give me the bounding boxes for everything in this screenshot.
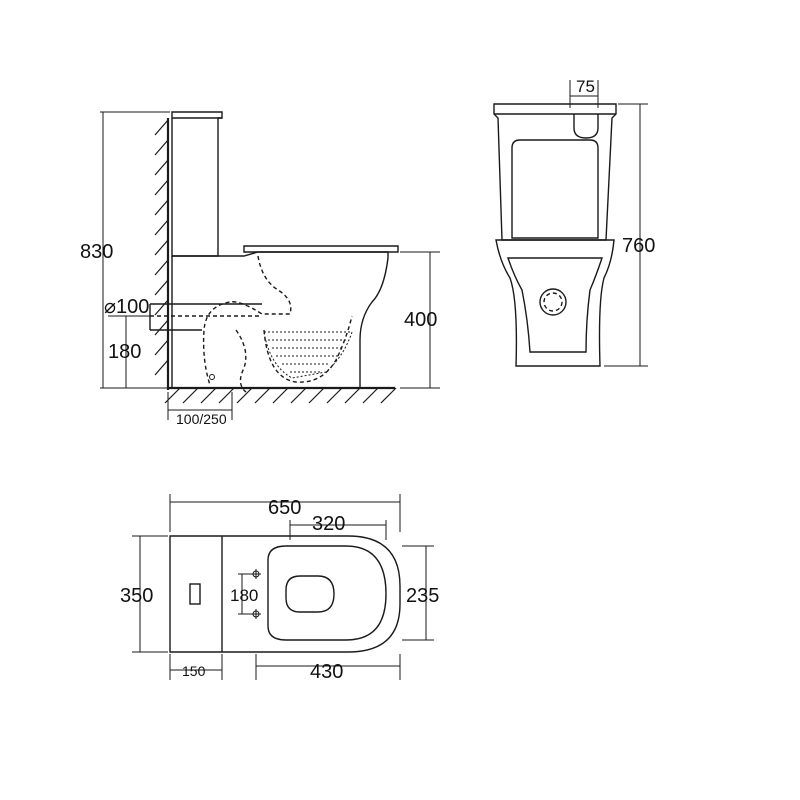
water-hatch <box>263 331 353 379</box>
dim-bowl-depth: 430 <box>310 661 343 683</box>
front-bowl-outline <box>495 239 615 367</box>
outlet-circle <box>539 288 567 316</box>
flush-button <box>573 114 599 139</box>
front-bowl-panel <box>507 257 603 353</box>
dim-tank-width: 75 <box>576 77 595 96</box>
dim-wall-distance: 100/250 <box>176 411 227 427</box>
outlet-dashed <box>235 329 247 393</box>
drain-marker <box>209 374 215 380</box>
bowl-outline <box>171 251 389 388</box>
waste-pipe <box>149 303 262 331</box>
top-seat-outline <box>267 545 387 641</box>
fixing-marks <box>238 569 261 619</box>
dim-tank-depth: 150 <box>182 663 206 679</box>
dim-pipe-diameter: ⌀100 <box>104 296 149 318</box>
dim-fixing-spacing: 180 <box>230 586 258 605</box>
dim-seat-width: 235 <box>406 585 439 607</box>
top-view: 180 650 320 350 235 150 430 <box>120 494 439 683</box>
dim-total-height: 830 <box>80 241 113 263</box>
top-outline <box>169 535 401 653</box>
wall-hatching <box>154 119 169 376</box>
dim-bowl-length: 320 <box>312 513 345 535</box>
dim-front-height: 760 <box>622 235 655 257</box>
front-view: 75 760 <box>493 77 655 367</box>
dim-total-length: 650 <box>268 497 301 519</box>
top-flush-button <box>189 583 201 605</box>
tank-outline <box>171 111 223 257</box>
front-tank-panel <box>511 139 599 239</box>
floor-hatching <box>164 387 397 404</box>
side-view: 830 ⌀100 180 100/250 400 <box>80 111 440 427</box>
dim-seat-height: 400 <box>404 309 437 331</box>
seat-lid <box>243 245 399 253</box>
trap-dashed <box>202 255 292 386</box>
dim-total-width: 350 <box>120 585 153 607</box>
top-bowl-opening <box>285 575 335 613</box>
dim-pipe-height: 180 <box>108 341 141 363</box>
